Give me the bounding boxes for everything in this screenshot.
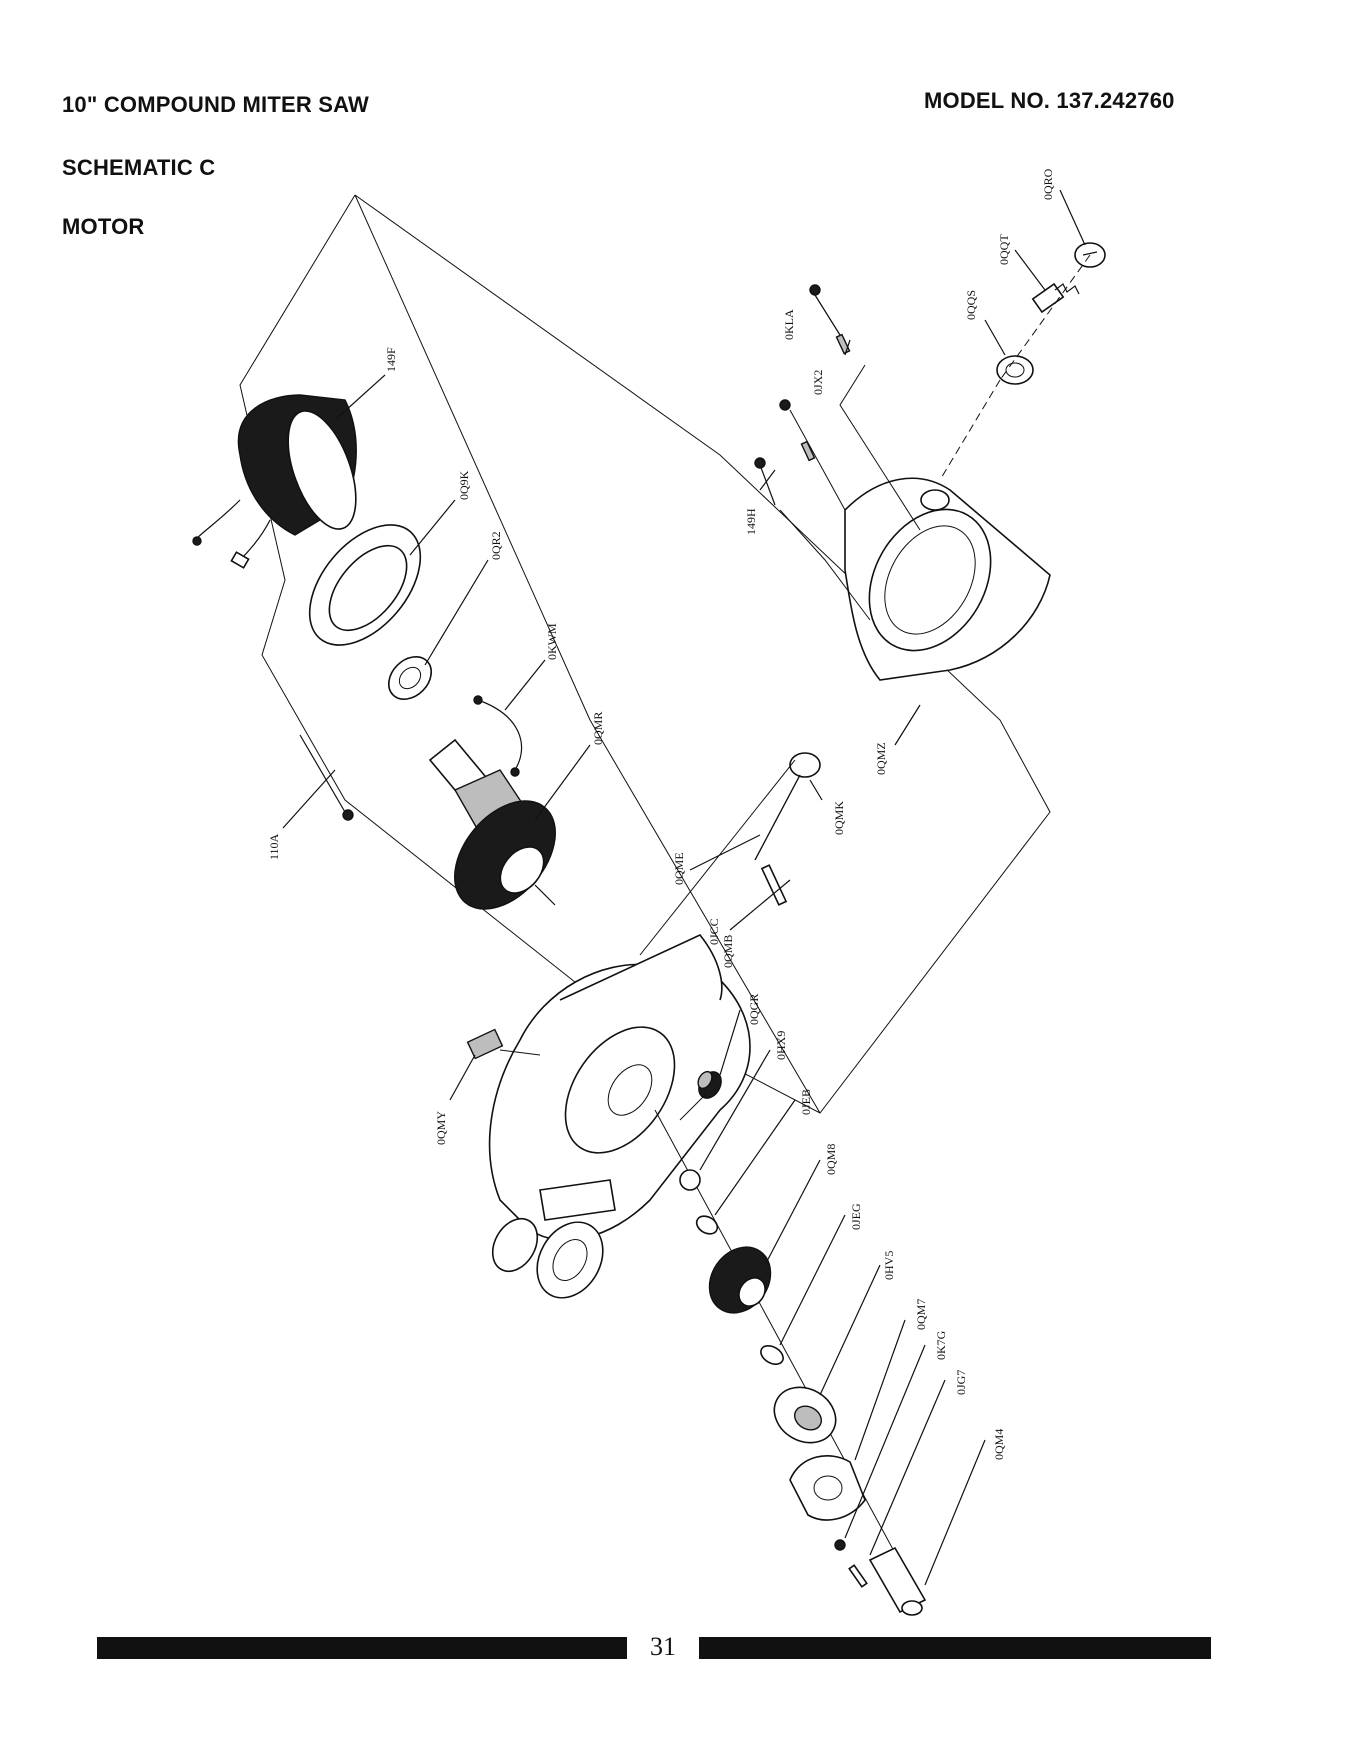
fan-baffle <box>288 504 442 665</box>
leader-0KLA <box>815 295 840 335</box>
leader-0QQT <box>1015 250 1045 290</box>
leader-0QM7 <box>855 1320 905 1460</box>
leader-0HV5 <box>820 1265 880 1395</box>
bearing-0HX9 <box>680 1170 700 1190</box>
page-number: 31 <box>627 1632 699 1662</box>
leader-0QMK <box>810 780 822 800</box>
bearing-retainer-0QM7 <box>790 1456 865 1520</box>
part-label: 0QM7 <box>914 1299 928 1330</box>
axis-line <box>1000 255 1090 380</box>
part-label: 0QM8 <box>824 1144 838 1175</box>
spring-0JX2 <box>836 335 849 354</box>
part-label: 0JEB <box>799 1089 813 1115</box>
leader-0QRO <box>1060 190 1085 245</box>
leader-0QMY <box>450 1055 475 1100</box>
leader-149H <box>760 470 775 490</box>
part-label: 0QME <box>672 852 686 885</box>
part-label: 0JCC <box>707 918 721 945</box>
leader-0JEG <box>780 1215 845 1345</box>
retaining-ring-0JEB <box>693 1213 720 1238</box>
bearing-rear <box>380 648 439 707</box>
footer-bar-right <box>699 1637 1211 1659</box>
part-label: 0HX9 <box>774 1031 788 1060</box>
part-label: 0HV5 <box>882 1251 896 1280</box>
part-label: 0QQS <box>964 290 978 320</box>
part-label: 0QGR <box>747 994 761 1025</box>
part-label: 0QMB <box>721 935 735 968</box>
label-plate <box>468 1030 503 1059</box>
leader-0JEB <box>715 1100 795 1215</box>
screw <box>780 400 790 410</box>
key-0JG7 <box>849 1565 867 1586</box>
gear-case <box>484 935 750 1310</box>
leader-0QMZ <box>895 705 920 745</box>
leader-110A <box>283 770 335 828</box>
field-housing <box>193 395 370 568</box>
spindle-0QM4 <box>870 1548 925 1615</box>
part-label: 110A <box>267 833 281 860</box>
part-label: 0KWM <box>545 623 559 660</box>
gear-0QM8 <box>697 1235 783 1324</box>
leader-0K7G <box>845 1345 925 1538</box>
leader-0QM4 <box>925 1440 985 1585</box>
part-label: 0QMK <box>832 801 846 835</box>
leader-0QM8 <box>765 1160 820 1265</box>
brush-lead <box>474 696 522 776</box>
part-label: 0QMY <box>434 1111 448 1145</box>
part-label: 0K7G <box>934 1330 948 1360</box>
leader-0QMR <box>535 745 590 820</box>
part-label: 0JG7 <box>954 1370 968 1395</box>
part-label: 0QMR <box>591 712 605 745</box>
screw-0K7G <box>835 1540 845 1550</box>
leader-0JCC <box>730 880 790 930</box>
part-label: 0QMZ <box>874 742 888 775</box>
part-label: 149F <box>384 347 398 372</box>
pin-0JCC <box>762 865 786 905</box>
retaining-ring-0JEG <box>758 1342 787 1368</box>
motor-housing <box>845 478 1050 680</box>
part-label: 0QQT <box>997 234 1011 265</box>
part-label: 0JX2 <box>811 370 825 395</box>
part-label: 0Q9K <box>457 470 471 500</box>
part-label: 149H <box>744 508 758 535</box>
armature <box>430 740 575 928</box>
screw-0KLA <box>810 285 820 295</box>
leader-149F <box>335 375 385 420</box>
brush-holder-0QQS <box>997 356 1033 384</box>
part-label: 0QR2 <box>489 531 503 560</box>
leader-0JG7 <box>870 1380 945 1555</box>
part-label: 0JEG <box>849 1203 863 1230</box>
bearing-0HV5 <box>764 1376 845 1453</box>
carbon-brush-0QQT <box>1033 284 1079 312</box>
leader-0Q9K <box>410 500 455 555</box>
leader-0QME <box>690 835 760 870</box>
leader-path <box>790 410 845 510</box>
part-label: 0KLA <box>782 309 796 340</box>
footer-bar-left <box>97 1637 627 1659</box>
axis-line <box>940 380 1000 480</box>
leader-0QQS <box>985 320 1005 355</box>
leader-0QR2 <box>425 560 488 665</box>
leader-0KWM <box>505 660 545 710</box>
part-label: 0QM4 <box>992 1429 1006 1460</box>
long-screw <box>300 735 353 820</box>
part-label: 0QRO <box>1041 168 1055 200</box>
